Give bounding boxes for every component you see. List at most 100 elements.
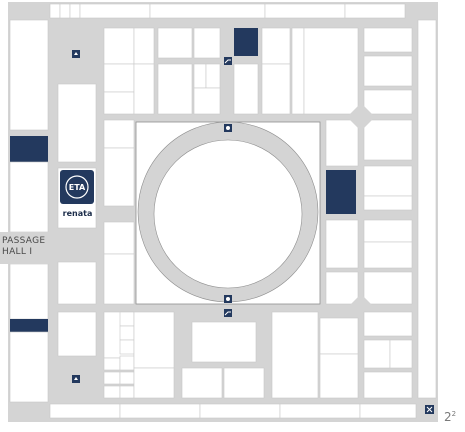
booth[interactable] xyxy=(119,371,135,385)
booth[interactable] xyxy=(133,311,175,369)
booth[interactable] xyxy=(363,339,391,369)
east-block xyxy=(325,119,413,305)
elevator-icon xyxy=(72,50,80,58)
booth-highlighted[interactable] xyxy=(10,319,48,332)
booth[interactable] xyxy=(191,321,257,363)
booth[interactable] xyxy=(119,385,135,399)
booth[interactable] xyxy=(261,27,291,65)
booth[interactable] xyxy=(325,219,359,269)
booth[interactable] xyxy=(103,385,121,399)
booth[interactable] xyxy=(271,311,319,399)
booth[interactable] xyxy=(133,63,155,115)
central-hall xyxy=(135,121,321,305)
booth[interactable] xyxy=(389,339,413,369)
booth[interactable] xyxy=(119,325,135,341)
booth[interactable] xyxy=(193,63,207,89)
booth[interactable] xyxy=(261,63,291,115)
booth[interactable] xyxy=(103,119,135,149)
booth[interactable] xyxy=(279,403,361,419)
booth[interactable] xyxy=(363,55,413,87)
passage-label: PASSAGE HALL I xyxy=(2,236,45,258)
booth[interactable] xyxy=(363,165,413,197)
booth[interactable] xyxy=(193,27,221,59)
booth[interactable] xyxy=(233,63,259,115)
booth[interactable] xyxy=(49,3,61,19)
booth[interactable] xyxy=(363,27,413,53)
booth[interactable] xyxy=(149,3,266,19)
booth[interactable] xyxy=(363,195,413,211)
booth[interactable] xyxy=(69,3,81,19)
booth[interactable] xyxy=(119,311,135,327)
booth[interactable] xyxy=(363,241,413,269)
booth[interactable] xyxy=(181,367,223,399)
booth[interactable] xyxy=(363,271,413,305)
booth-highlighted[interactable] xyxy=(234,28,258,56)
booth[interactable] xyxy=(199,403,281,419)
booth[interactable] xyxy=(103,63,135,93)
booth[interactable] xyxy=(363,371,413,399)
booth[interactable] xyxy=(79,3,151,19)
booth[interactable] xyxy=(223,367,265,399)
escalator-icon xyxy=(224,309,232,317)
booth[interactable] xyxy=(103,221,135,255)
booth[interactable] xyxy=(103,91,135,115)
booth[interactable] xyxy=(417,19,437,399)
booth[interactable] xyxy=(133,27,155,65)
booth-highlighted[interactable] xyxy=(326,170,356,214)
booth[interactable] xyxy=(59,3,71,19)
booth[interactable] xyxy=(264,3,346,19)
booth[interactable] xyxy=(103,357,121,371)
booth[interactable] xyxy=(49,403,121,419)
upper-booth-block xyxy=(103,27,413,115)
booth[interactable] xyxy=(363,219,413,243)
booth[interactable] xyxy=(103,27,135,65)
booth[interactable] xyxy=(119,403,201,419)
elevator-icon xyxy=(72,375,80,383)
top-booth-strip xyxy=(49,3,406,19)
booth[interactable] xyxy=(133,367,175,399)
booth[interactable] xyxy=(363,311,413,337)
booth[interactable] xyxy=(359,403,417,419)
lower-booth-block xyxy=(103,311,413,399)
booth[interactable] xyxy=(9,161,49,233)
hall-number-sup: 2 xyxy=(451,410,457,418)
passage-opening xyxy=(0,232,100,264)
booth[interactable] xyxy=(57,311,97,357)
booth-highlighted[interactable] xyxy=(10,136,48,162)
passage-label-line2: HALL I xyxy=(2,247,33,257)
booth[interactable] xyxy=(325,119,359,167)
booth[interactable] xyxy=(363,89,413,115)
booth[interactable] xyxy=(344,3,406,19)
central-ring-inner xyxy=(153,139,303,289)
booth[interactable] xyxy=(119,355,135,371)
booth[interactable] xyxy=(9,263,49,320)
booth[interactable] xyxy=(325,271,359,305)
escalator-icon xyxy=(224,57,232,65)
booth[interactable] xyxy=(303,27,359,115)
booth[interactable] xyxy=(205,63,221,89)
booth[interactable] xyxy=(319,353,359,399)
booth[interactable] xyxy=(363,119,413,161)
booth[interactable] xyxy=(291,27,305,115)
west-block xyxy=(103,119,135,305)
elevator-icon xyxy=(224,124,232,132)
passage-label-line1: PASSAGE xyxy=(2,236,46,246)
booth[interactable] xyxy=(57,83,97,163)
elevator-icon xyxy=(224,295,232,303)
diamond xyxy=(347,103,375,131)
booth[interactable] xyxy=(103,253,135,305)
booth[interactable] xyxy=(9,19,49,131)
booth[interactable] xyxy=(119,339,135,355)
booth[interactable] xyxy=(157,27,193,59)
booth[interactable] xyxy=(319,317,359,355)
eta-logo: ETA xyxy=(60,170,94,204)
booth[interactable] xyxy=(9,331,49,403)
booth[interactable] xyxy=(103,371,121,385)
booth[interactable] xyxy=(57,261,97,305)
hall-number-main: 2 xyxy=(444,410,452,424)
booth[interactable] xyxy=(157,63,193,115)
booth[interactable] xyxy=(103,147,135,207)
left-booth-strip xyxy=(9,19,49,403)
booth[interactable] xyxy=(193,87,221,115)
